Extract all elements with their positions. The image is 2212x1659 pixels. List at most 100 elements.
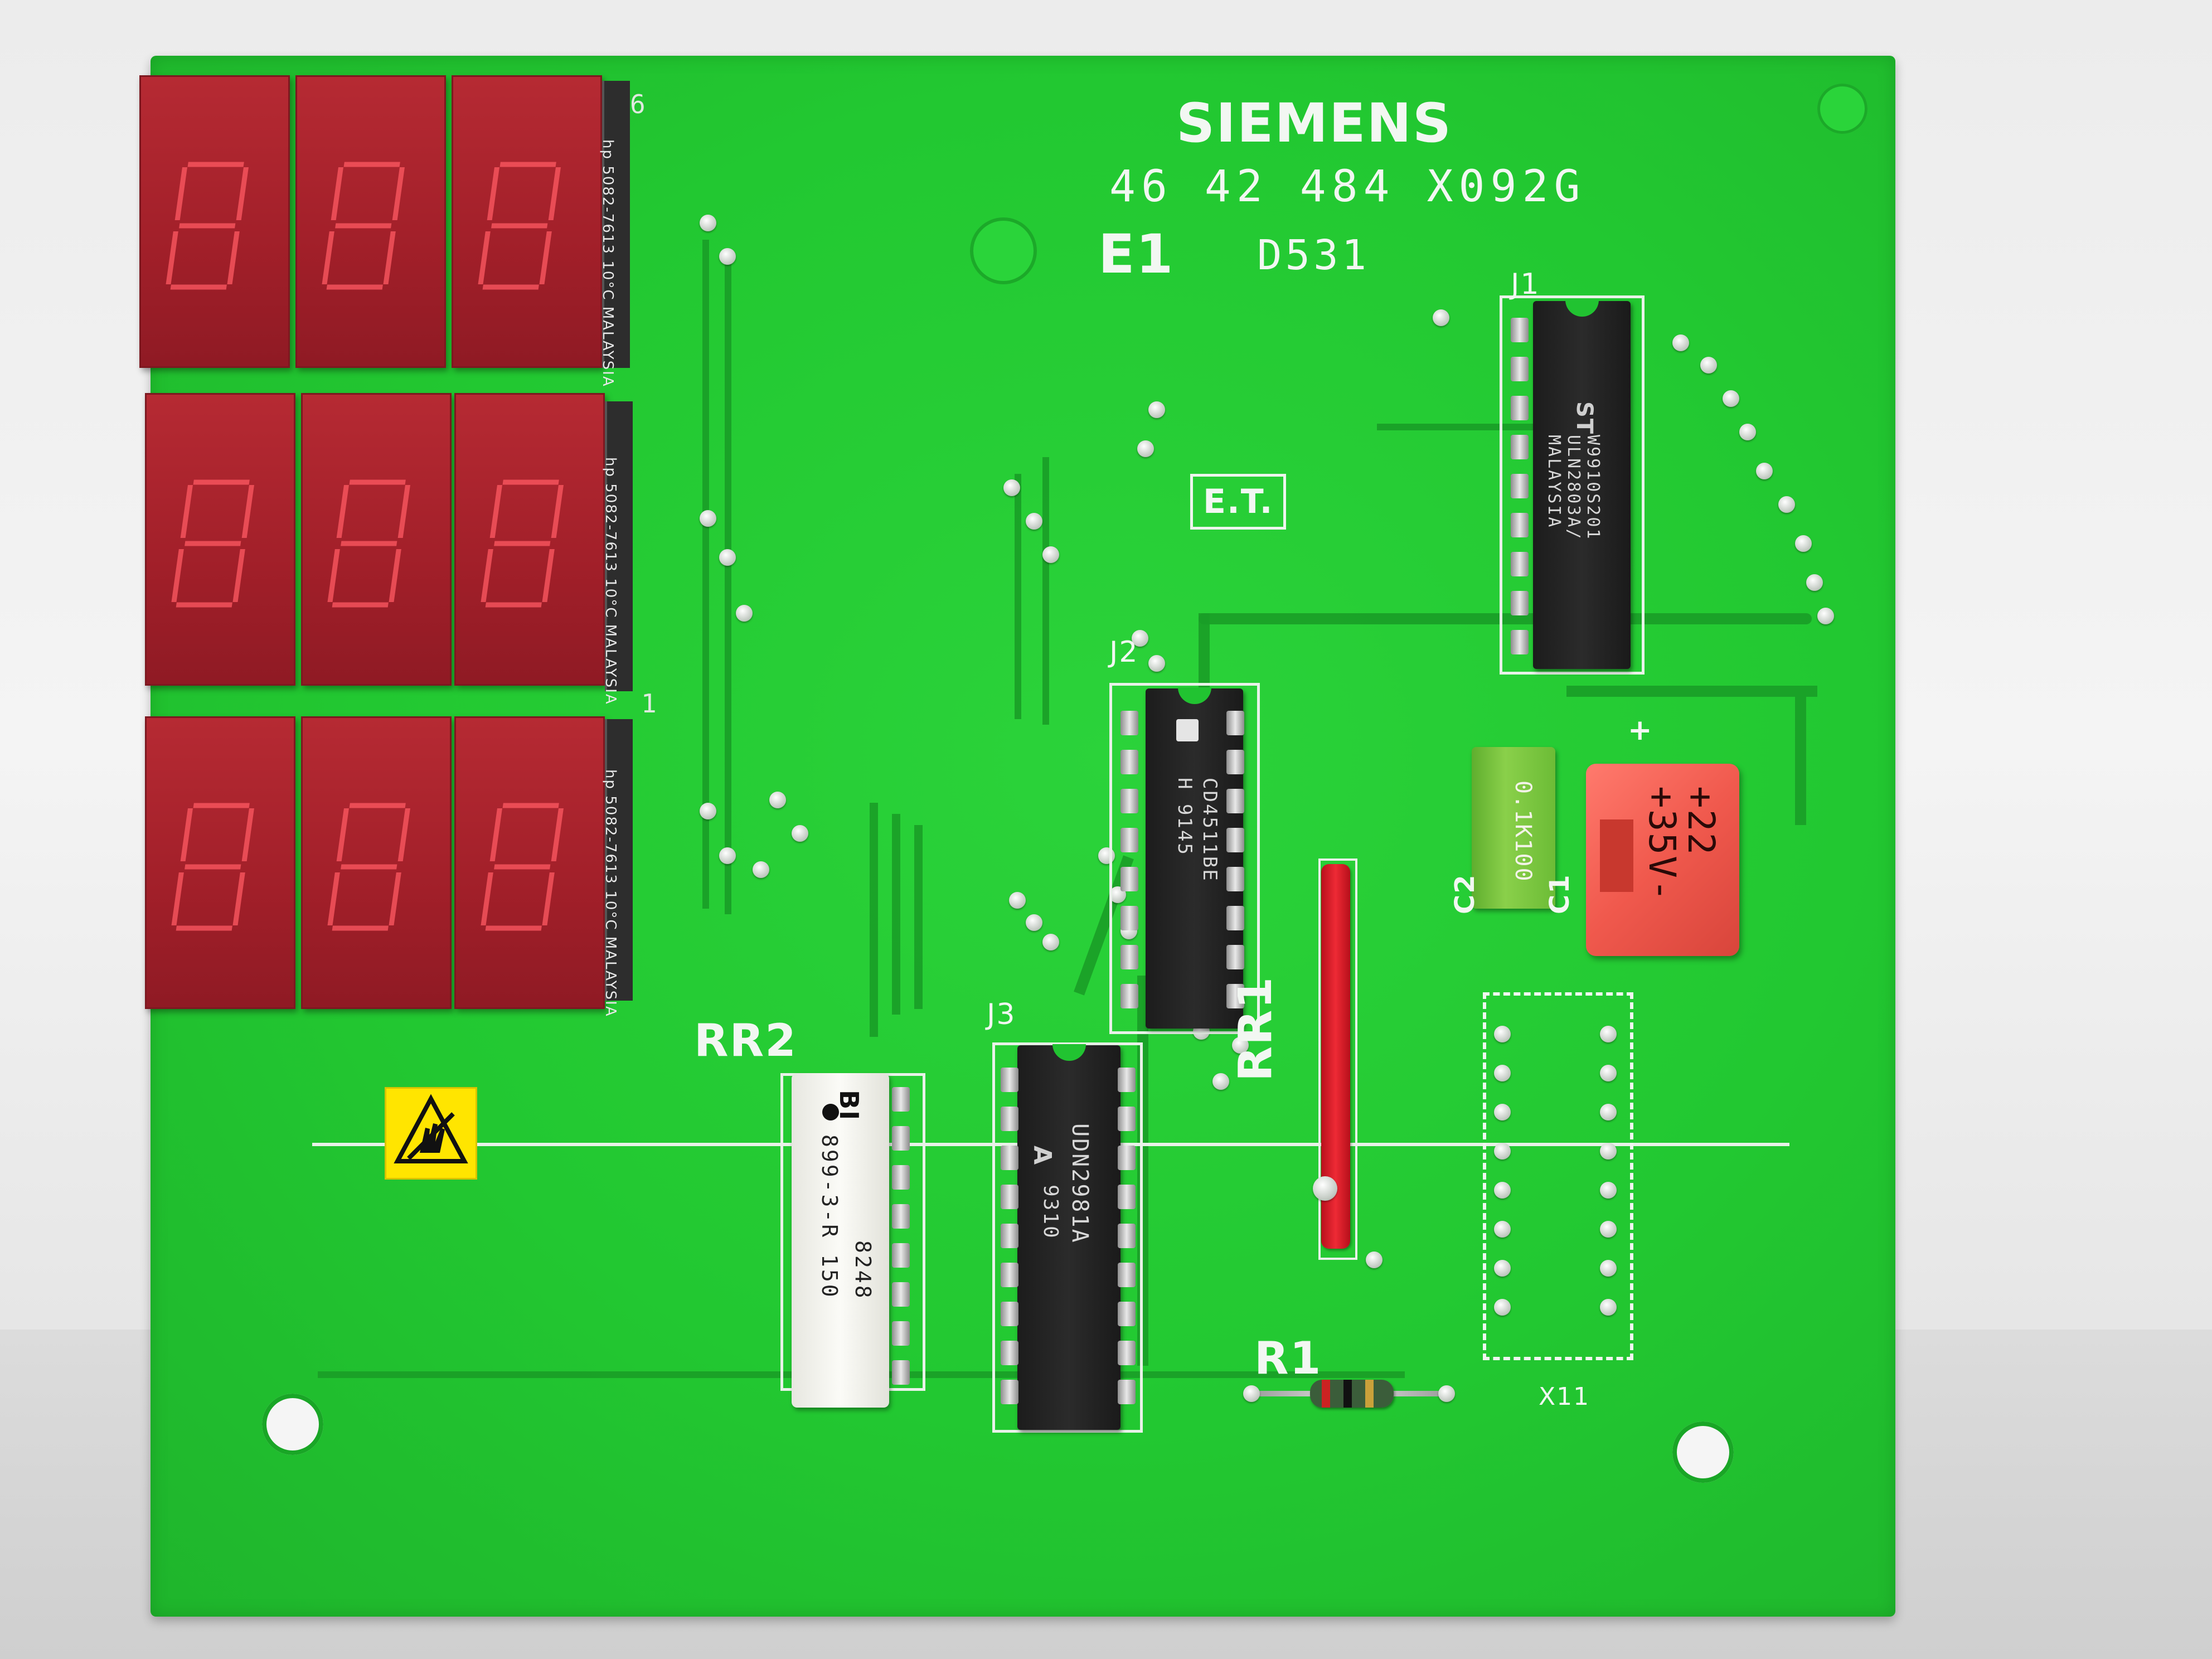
j2-chip-line: CD4511BE — [1199, 778, 1221, 882]
via-pad — [700, 215, 716, 231]
via-pad — [1700, 357, 1717, 373]
ic-pin — [1511, 552, 1529, 576]
ic-pin — [1118, 1185, 1136, 1209]
ic-pin — [1226, 828, 1244, 852]
j1-chip-line: MALAYSIA — [1544, 435, 1564, 529]
socket-pad — [1600, 1299, 1617, 1316]
c1-polarity-label: + — [1628, 714, 1653, 747]
via-pad — [1212, 1073, 1229, 1090]
via-pad — [1806, 574, 1823, 591]
ic-pin — [1511, 474, 1529, 498]
via-pad — [1137, 440, 1154, 457]
via-pad — [1433, 309, 1449, 326]
ic-pin — [1120, 906, 1138, 930]
seven-segment-digit — [301, 393, 452, 686]
socket-pad — [1494, 1104, 1511, 1120]
via-pad — [1026, 513, 1042, 530]
c1-logo-band — [1600, 819, 1633, 892]
seven-segment-digit — [295, 75, 446, 368]
via-pad — [1817, 608, 1834, 624]
ic-notch — [1052, 1044, 1086, 1061]
ic-pin — [1226, 789, 1244, 813]
rr2-chip-line: 899-3-R 150 — [817, 1134, 842, 1299]
c2-ref-label: C2 — [1449, 874, 1481, 914]
seven-segment-icon — [322, 162, 405, 290]
j2-footprint — [1109, 683, 1260, 1034]
ic-pin — [1001, 1263, 1018, 1287]
ic-pin — [1226, 906, 1244, 930]
fiducial — [1817, 84, 1867, 134]
via-pad — [736, 605, 753, 622]
c1-value-line: +22 — [1680, 786, 1723, 856]
ic-pin — [1118, 1068, 1136, 1092]
socket-pad — [1600, 1026, 1617, 1042]
ic-pin — [1118, 1224, 1136, 1248]
resnet-pin — [892, 1360, 910, 1385]
bi-logo-label: BI — [834, 1090, 864, 1122]
ic-notch — [1177, 687, 1211, 704]
rr1-footprint — [1318, 858, 1357, 1260]
display-side-label: hp 5082-7613 10°C MALAYSIA — [602, 457, 619, 705]
ic-pin — [1120, 711, 1138, 735]
seven-segment-digit — [145, 393, 295, 686]
socket-pad — [1600, 1260, 1617, 1277]
via-pad — [1148, 401, 1165, 418]
c2-value-label: 0.1K100 — [1510, 780, 1536, 882]
brand-label: SIEMENS — [1176, 92, 1453, 154]
ic-pin — [1001, 1107, 1018, 1131]
ic-pin — [1001, 1185, 1018, 1209]
r1-pad — [1438, 1385, 1455, 1402]
via-pad — [700, 803, 716, 819]
socket-pad — [1600, 1143, 1617, 1160]
via-pad — [1795, 535, 1812, 552]
socket-pad — [1600, 1182, 1617, 1199]
via-pad — [1232, 1037, 1249, 1054]
display-connector-mark: 6 — [630, 89, 647, 119]
resnet-pin — [892, 1087, 910, 1112]
ic-pin — [1120, 789, 1138, 813]
display-side-label: hp 5082-7613 10°C MALAYSIA — [599, 139, 616, 387]
ic-pin — [1226, 867, 1244, 891]
ic-pin — [1118, 1263, 1136, 1287]
harris-logo-icon — [1176, 719, 1199, 741]
rr2-chip-line: 8248 — [851, 1240, 875, 1301]
ic-pin — [1511, 513, 1529, 537]
c1-ref-label: C1 — [1544, 874, 1575, 914]
via-pad — [769, 792, 786, 808]
socket-pad — [1494, 1065, 1511, 1081]
j1-ref-label: J1 — [1511, 268, 1540, 301]
via-pad — [1132, 630, 1148, 647]
via-pad — [792, 825, 808, 842]
via-pad — [1672, 334, 1689, 351]
c1-value-line: +35V- — [1641, 786, 1684, 903]
j2-ref-label: J2 — [1109, 636, 1139, 669]
rr1-pin — [1313, 1176, 1337, 1201]
trace — [892, 814, 900, 1015]
ic-pin — [1120, 984, 1138, 1008]
fiducial — [970, 217, 1037, 284]
socket-pad — [1494, 1026, 1511, 1042]
seven-segment-digit — [454, 716, 605, 1009]
display-connector-mark: 1 — [641, 688, 658, 719]
via-pad — [719, 248, 736, 265]
seven-segment-icon — [171, 479, 254, 608]
seven-segment-icon — [166, 162, 249, 290]
j1-chip-line: ULN2803A/ — [1564, 435, 1583, 541]
socket-pad — [1494, 1182, 1511, 1199]
ic-pin — [1001, 1302, 1018, 1326]
c2-capacitor: 0.1K100 — [1472, 747, 1555, 909]
j1-footprint — [1500, 295, 1645, 675]
trace — [702, 240, 709, 909]
ic-pin — [1226, 711, 1244, 735]
resnet-pin — [892, 1165, 910, 1190]
via-pad — [719, 847, 736, 864]
ic-pin — [1511, 591, 1529, 615]
seven-segment-digit — [452, 75, 602, 368]
ic-notch — [1565, 300, 1599, 317]
ic-pin — [1001, 1146, 1018, 1170]
via-pad — [1366, 1251, 1382, 1268]
socket-pad — [1494, 1299, 1511, 1316]
ic-pin — [1120, 750, 1138, 774]
r1-resistor — [1310, 1380, 1394, 1408]
via-pad — [1009, 892, 1026, 909]
